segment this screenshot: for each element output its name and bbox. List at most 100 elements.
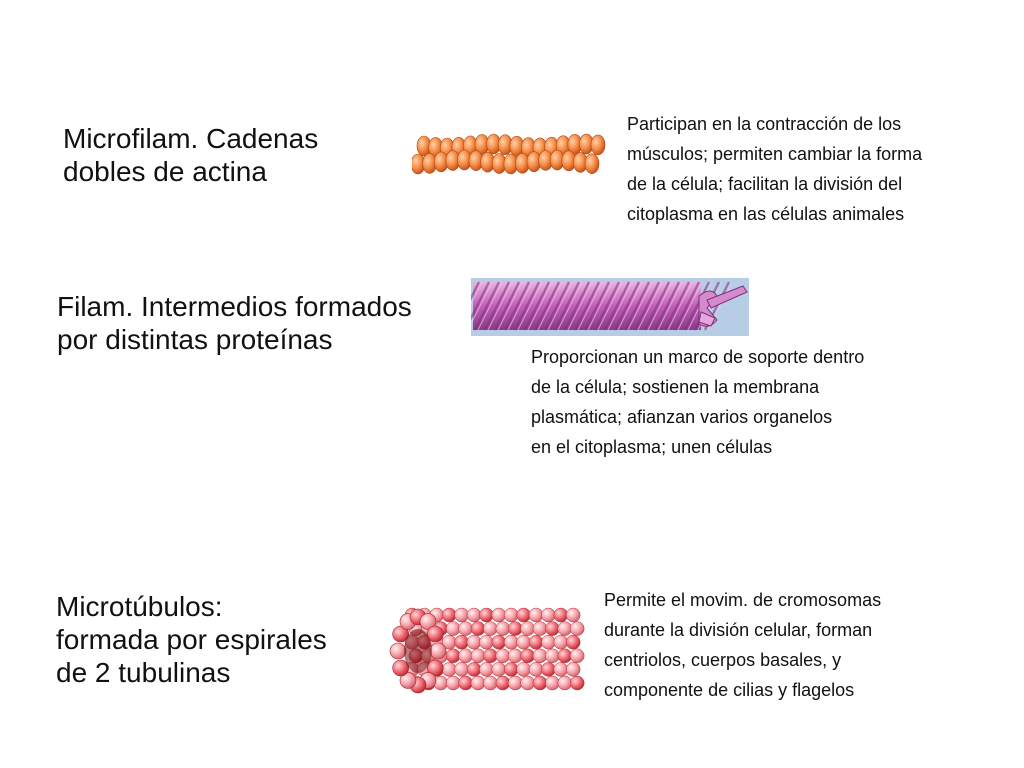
filament-highlight [557, 281, 583, 331]
filament-highlight [507, 281, 533, 331]
filament-strand [613, 281, 641, 331]
filament-strand [563, 281, 591, 331]
tubulin-bead [466, 634, 482, 650]
filament-highlight [657, 281, 683, 331]
tubulin-bead [445, 621, 461, 636]
tubulin-bead [507, 675, 523, 691]
tubulin-bead [565, 634, 581, 650]
tubulin-bead [495, 621, 511, 636]
tubulin-bead [528, 634, 544, 650]
microfilament-description: Participan en la contracción de los músc… [627, 114, 923, 224]
tubulin-bead [541, 634, 556, 650]
filament-strand [493, 281, 521, 331]
filament-highlight [647, 281, 673, 331]
filament-strand [673, 281, 701, 331]
filament-highlight [477, 281, 503, 331]
tubulin-bead [520, 621, 535, 636]
tubulin-bead [569, 621, 585, 636]
filament-strand [513, 281, 541, 331]
tubulin-bead [491, 607, 507, 623]
tubulin-bead [479, 607, 494, 623]
filament-highlight [487, 281, 513, 331]
tubulin-bead [491, 634, 507, 650]
filament-highlight [667, 281, 693, 331]
tubulin-bead [454, 662, 469, 677]
tubulin-bead [553, 662, 569, 677]
filament-strand [543, 281, 571, 331]
tubulin-bead [516, 634, 531, 650]
tubulin-bead [445, 648, 461, 664]
intermediate-filament-illustration [471, 278, 749, 336]
filament-highlight [617, 281, 643, 331]
tubulin-ring-bead [392, 659, 409, 677]
tubulin-bead [483, 621, 498, 636]
microfilament-title: Microfilam. Cadenas dobles de actina [63, 123, 319, 187]
actin-bead [584, 153, 600, 174]
tubulin-bead [483, 648, 498, 664]
filament-highlight [597, 281, 623, 331]
tubulin-bead [520, 675, 535, 691]
tubulin-bead [557, 621, 573, 636]
filament-highlight [471, 281, 483, 306]
tubulin-bead [458, 648, 473, 664]
tubulin-ring-bead [399, 672, 417, 689]
tubulin-bead [528, 607, 544, 623]
filament-highlight [517, 281, 543, 331]
tubulin-bead [516, 662, 531, 677]
tubulin-ring-bead [419, 613, 437, 630]
tubulin-bead [541, 607, 556, 623]
filament-highlight [627, 281, 653, 331]
filament-strand [633, 281, 661, 331]
tubulin-bead [454, 634, 469, 650]
tubulin-bead [541, 662, 556, 677]
filament-strand [653, 281, 681, 331]
filament-strand [603, 281, 631, 331]
filament-highlight [547, 281, 573, 331]
filament-highlight [497, 281, 523, 331]
microtubule-description: Permite el movim. de cromosomas durante … [604, 590, 882, 700]
tubulin-ring-bead [392, 625, 409, 643]
tubulin-bead [479, 634, 494, 650]
tubulin-bead [441, 662, 457, 677]
filament-highlight [537, 281, 563, 331]
tubulin-bead [507, 621, 523, 636]
filament-highlight [607, 281, 633, 331]
intermediate-filament-description: Proporcionan un marco de soporte dentro … [531, 347, 865, 457]
filament-strand [533, 281, 561, 331]
tubulin-bead [532, 621, 548, 636]
filament-highlight [637, 281, 663, 331]
microtubule-title: Microtúbulos: formada por espirales de 2… [56, 591, 327, 688]
filament-strand [471, 281, 491, 321]
intermediate-filament-title: Filam. Intermedios formados por distinta… [57, 291, 412, 355]
tubulin-bead [495, 675, 511, 691]
tubulin-bead [516, 607, 531, 623]
tubulin-bead [445, 675, 461, 691]
actin-bead [590, 134, 606, 156]
tubulin-bead [483, 675, 498, 691]
tubulin-bead [557, 675, 573, 691]
tubulin-bead [503, 607, 519, 623]
filament-strand [583, 281, 611, 331]
filament-highlight [577, 281, 603, 331]
tubulin-bead [495, 648, 511, 664]
tubulin-bead [458, 621, 473, 636]
filament-strand [553, 281, 581, 331]
tubulin-bead [470, 621, 486, 636]
tubulin-bead [466, 607, 482, 623]
tubulin-bead [503, 662, 519, 677]
tubulin-bead [507, 648, 523, 664]
tubulin-bead [441, 607, 457, 623]
tubulin-bead [569, 648, 585, 664]
tubulin-ring-bead [429, 642, 447, 660]
filament-strand [483, 281, 511, 331]
filament-highlight [527, 281, 553, 331]
filament-strand [523, 281, 551, 331]
tubulin-bead [458, 675, 473, 691]
filament-highlight [567, 281, 593, 331]
filament-strand [471, 281, 481, 301]
tubulin-bead [557, 648, 573, 664]
tubulin-ring-bead [427, 625, 444, 643]
tubulin-bead [545, 621, 560, 636]
filament-highlight [587, 281, 613, 331]
tubulin-bead [553, 607, 569, 623]
